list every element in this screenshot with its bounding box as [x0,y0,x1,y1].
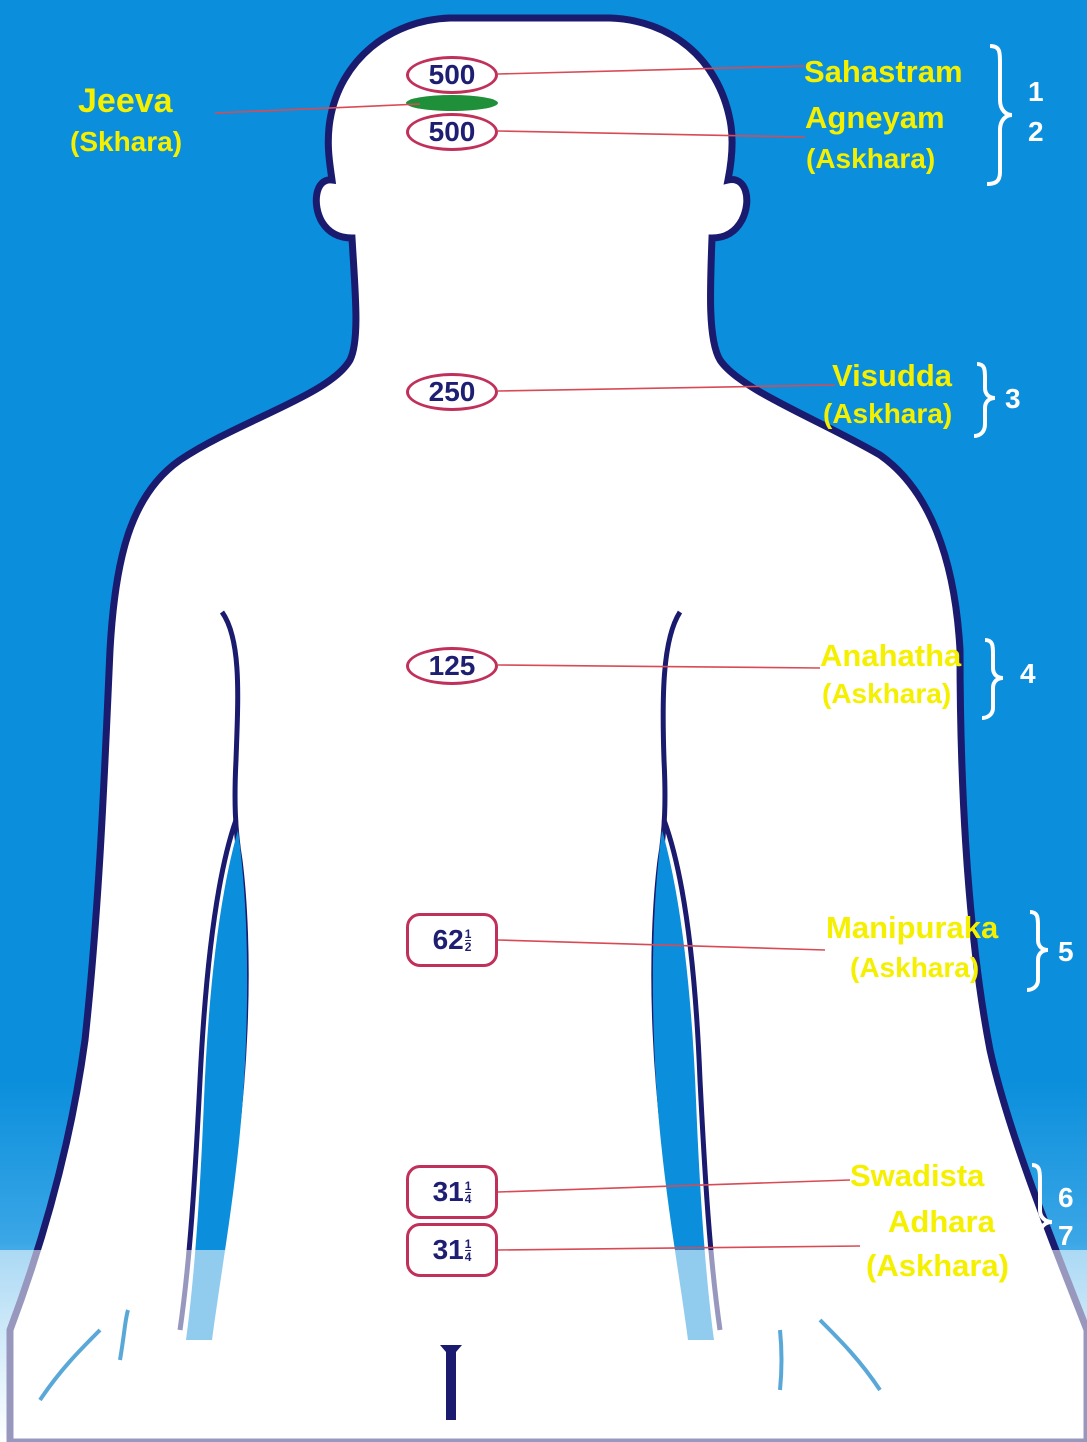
index-4: 4 [1020,660,1036,688]
manipuraka-value-whole: 62 [433,924,464,956]
index-1: 1 [1028,78,1044,106]
visudda-sub-label: (Askhara) [823,400,952,428]
manipuraka-value-badge: 62 1 2 [406,913,498,967]
adhara-label: Adhara [888,1206,995,1237]
anahatha-sub-label: (Askhara) [822,680,951,708]
sahastram-value-badge: 500 [406,56,498,94]
swadista-label: Swadista [850,1160,984,1191]
adhara-value-whole: 31 [433,1234,464,1266]
jeeva-sub-label: (Skhara) [70,128,182,156]
fraction: 1 2 [465,928,472,953]
swadista-value-badge: 31 1 4 [406,1165,498,1219]
anahatha-value-badge: 125 [406,647,498,685]
index-2: 2 [1028,118,1044,146]
jeeva-marker [406,95,498,111]
index-5: 5 [1058,938,1074,966]
manipuraka-sub-label: (Askhara) [850,954,979,982]
index-7: 7 [1058,1222,1074,1250]
visudda-label: Visudda [832,360,952,391]
manipuraka-label: Manipuraka [826,912,998,943]
adhara-sub-label: (Askhara) [866,1250,1009,1281]
index-6: 6 [1058,1184,1074,1212]
visudda-value-badge: 250 [406,373,498,411]
agneyam-value-badge: 500 [406,113,498,151]
jeeva-label: Jeeva [78,84,173,118]
adhara-value-badge: 31 1 4 [406,1223,498,1277]
anahatha-label: Anahatha [820,640,961,671]
agneyam-sub-label: (Askhara) [806,145,935,173]
sahastram-label: Sahastram [804,56,963,87]
swadista-value-whole: 31 [433,1176,464,1208]
fraction: 1 4 [465,1238,472,1263]
index-3: 3 [1005,385,1021,413]
agneyam-label: Agneyam [805,102,945,133]
fraction: 1 4 [465,1180,472,1205]
